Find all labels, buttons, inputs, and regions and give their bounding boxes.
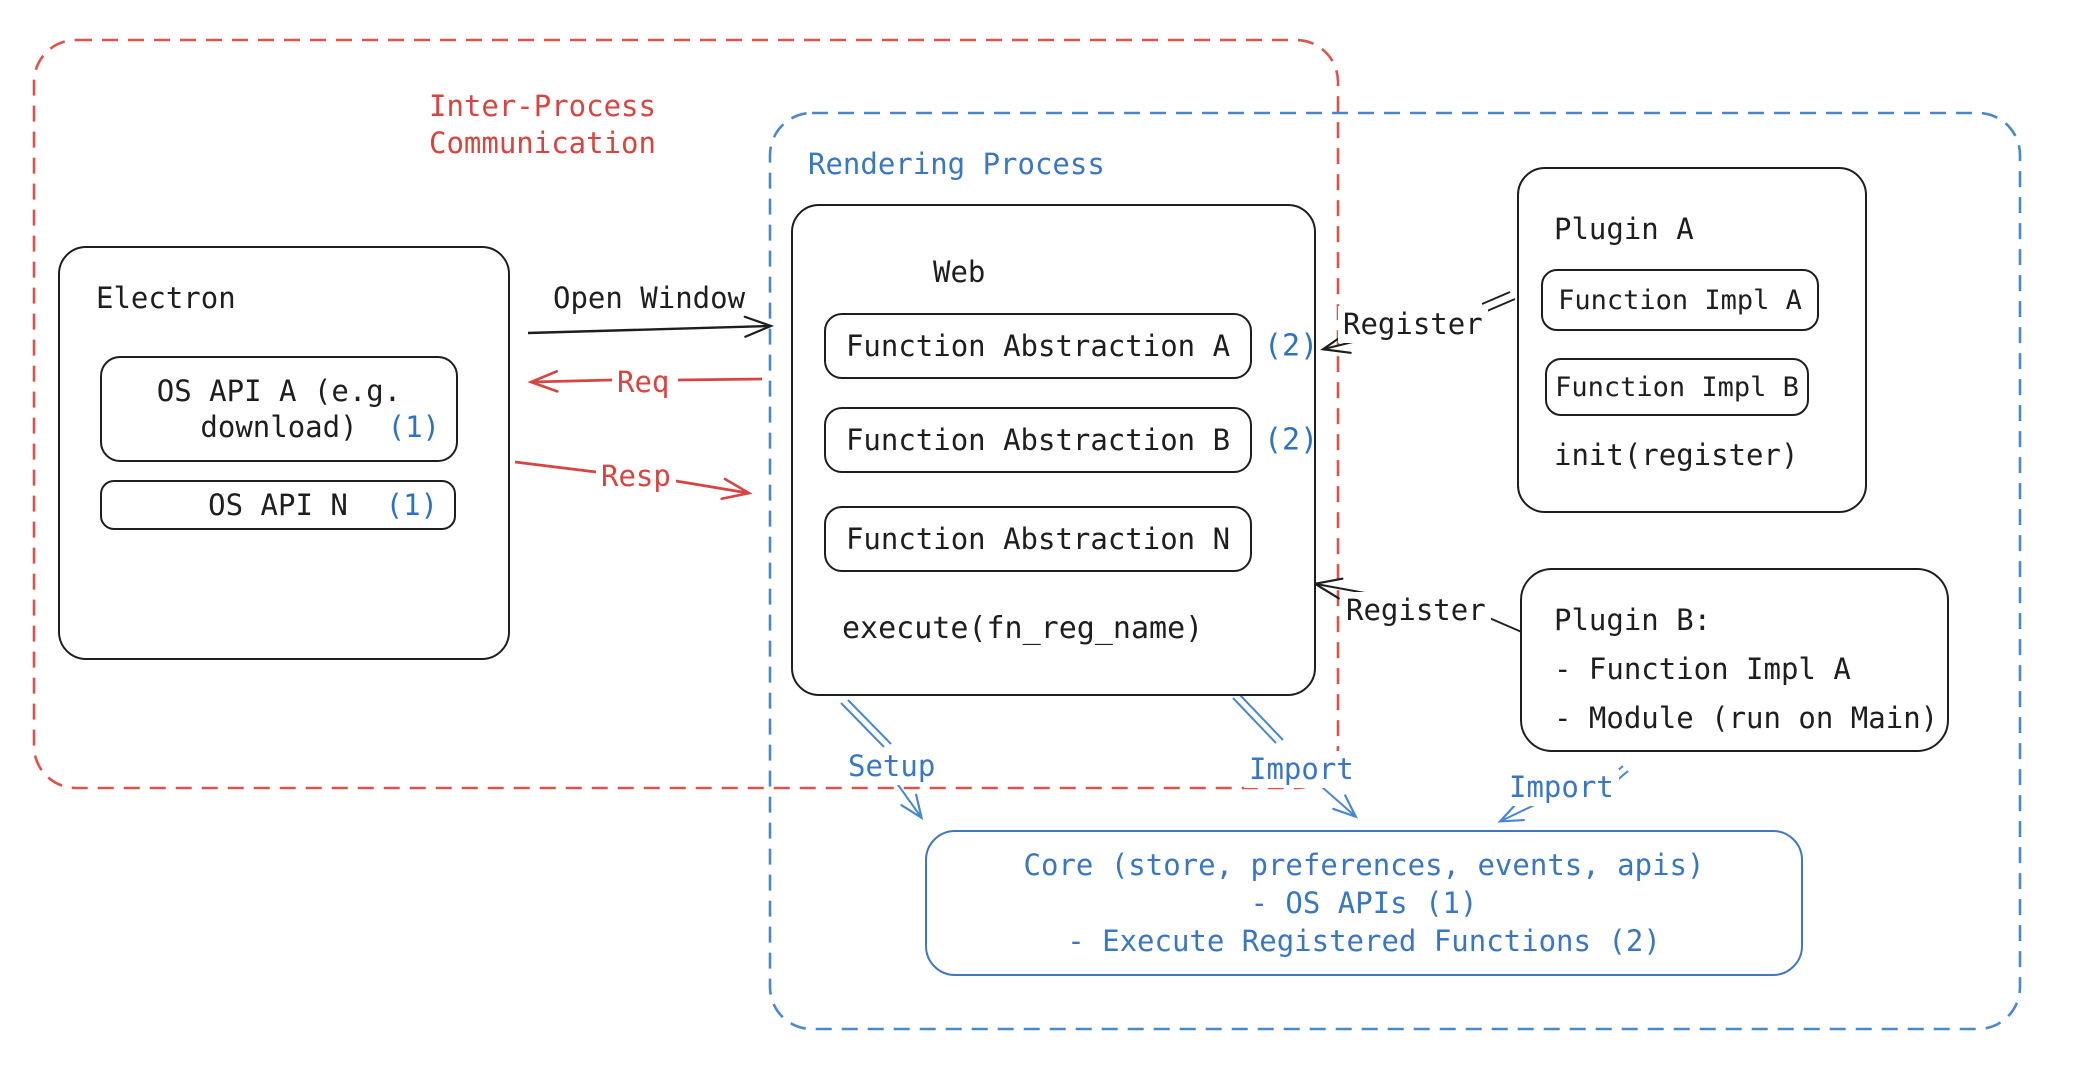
plugin-b-item-1: - Function Impl A bbox=[1554, 652, 1851, 686]
register-b-tick bbox=[1486, 616, 1525, 634]
rendering-process-label: Rendering Process bbox=[808, 147, 1105, 181]
function-abstraction-n-box: Function Abstraction N bbox=[824, 506, 1252, 572]
electron-box: Electron OS API A (e.g. download) (1) OS… bbox=[58, 246, 510, 660]
os-api-n-box: OS API N (1) bbox=[100, 480, 456, 530]
resp-label: Resp bbox=[596, 458, 676, 495]
plugin-a-title: Plugin A bbox=[1554, 212, 1694, 246]
import-web-label: Import bbox=[1244, 751, 1359, 788]
plugin-b-box: Plugin B: - Function Impl A - Module (ru… bbox=[1520, 568, 1949, 752]
resp-arrow-tail bbox=[514, 460, 597, 474]
web-title: Web bbox=[933, 255, 986, 289]
import-web-arrow bbox=[1321, 786, 1358, 819]
req-label: Req bbox=[612, 364, 675, 401]
init-register-label: init(register) bbox=[1554, 438, 1799, 472]
os-api-n-badge: (1) bbox=[385, 488, 438, 522]
plugin-b-item-2: - Module (run on Main) bbox=[1554, 701, 1939, 735]
web-box: Web Function Abstraction A (2) Function … bbox=[791, 204, 1318, 696]
plugin-b-title: Plugin B: bbox=[1554, 603, 1712, 637]
core-line-1: Core (store, preferences, events, apis) bbox=[1023, 848, 1705, 882]
execute-label: execute(fn_reg_name) bbox=[842, 611, 1204, 646]
function-abstraction-a-row: Function Abstraction A (2) bbox=[824, 313, 1318, 379]
setup-label: Setup bbox=[843, 748, 941, 785]
function-abstraction-n-row: Function Abstraction N bbox=[824, 506, 1252, 572]
ipc-dashed-box bbox=[32, 38, 1340, 790]
plugin-b-text: Plugin B: - Function Impl A - Module (ru… bbox=[1522, 570, 1947, 743]
req-arrow-tail bbox=[677, 377, 763, 382]
os-api-a-badge: (1) bbox=[387, 410, 440, 444]
resp-arrow-head bbox=[669, 477, 753, 501]
setup-line bbox=[840, 699, 892, 748]
req-arrow-head bbox=[527, 370, 613, 393]
function-abstraction-b-box: Function Abstraction B bbox=[824, 407, 1252, 473]
register-b-label: Register bbox=[1341, 592, 1491, 629]
plugin-a-box: Plugin A Function Impl A Function Impl B… bbox=[1517, 167, 1867, 513]
electron-title: Electron bbox=[96, 281, 236, 315]
function-abstraction-b-row: Function Abstraction B (2) bbox=[824, 407, 1318, 473]
function-abstraction-a-box: Function Abstraction A bbox=[824, 313, 1252, 379]
import-plugin-label: Import bbox=[1504, 769, 1619, 806]
core-line-2: - OS APIs (1) bbox=[1250, 886, 1478, 920]
os-api-a-box: OS API A (e.g. download) (1) bbox=[100, 356, 458, 462]
import-web-line bbox=[1232, 694, 1284, 744]
setup-arrow bbox=[895, 781, 924, 821]
register-a-label: Register bbox=[1338, 306, 1488, 343]
os-api-n-line: OS API N (1) bbox=[208, 488, 438, 522]
core-line-3: - Execute Registered Functions (2) bbox=[1067, 924, 1661, 958]
os-api-a-line1: OS API A (e.g. bbox=[156, 374, 402, 408]
register-a-tick bbox=[1481, 291, 1516, 312]
function-abstraction-b-badge: (2) bbox=[1264, 422, 1319, 458]
core-box: Core (store, preferences, events, apis) … bbox=[925, 830, 1803, 976]
os-api-a-line2: download) (1) bbox=[200, 410, 440, 444]
function-impl-b-box: Function Impl B bbox=[1545, 358, 1809, 416]
rendering-process-dashed-box bbox=[768, 111, 2022, 1031]
ipc-label: Inter-Process Communication bbox=[429, 89, 656, 160]
open-window-label: Open Window bbox=[553, 281, 746, 315]
function-impl-a-box: Function Impl A bbox=[1541, 269, 1819, 331]
function-abstraction-a-badge: (2) bbox=[1264, 328, 1319, 364]
open-window-arrow bbox=[527, 315, 775, 338]
